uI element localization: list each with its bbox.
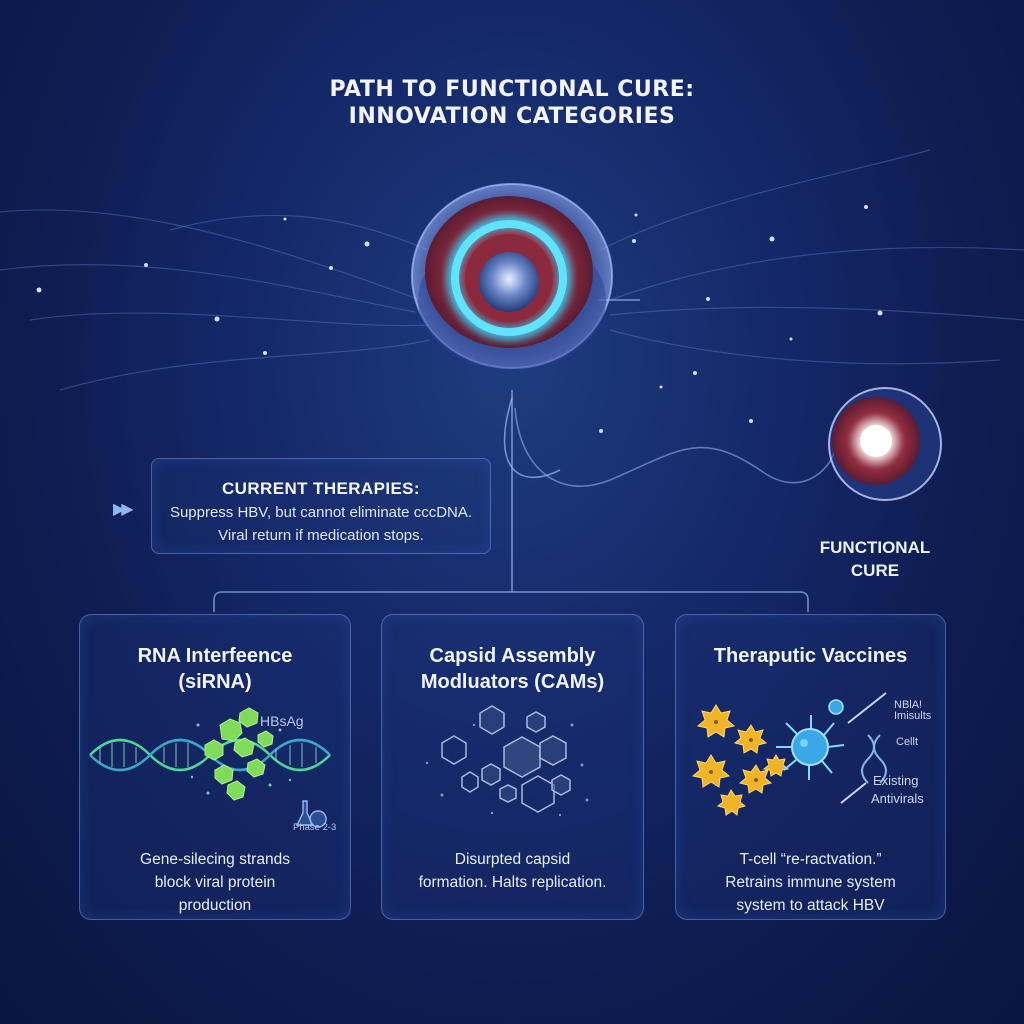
- card-desc-line1: Gene-silecing strands: [140, 851, 290, 868]
- cell-label: Cellt: [896, 736, 919, 748]
- card-title-line1: Theraputic Vaccines: [713, 645, 908, 667]
- current-therapies-text-1: Suppress HBV, but cannot eliminate cccDN…: [169, 504, 473, 521]
- cured-cell-illustration: [828, 387, 942, 501]
- card-title-line1: Capsid Assembly: [429, 645, 596, 667]
- card-desc-line2: block viral protein: [154, 874, 276, 891]
- card-rna-interference: RNA Interfeence (siRNA): [79, 614, 351, 920]
- current-therapies-text-2: Viral return if medication stops.: [218, 527, 424, 544]
- functional-cure-label-2: CURE: [850, 561, 900, 580]
- page-title-line1: PATH TO FUNCTIONAL CURE:: [329, 77, 695, 102]
- card-title-line2: Modluators (CAMs): [420, 671, 605, 693]
- hbsag-label: HBsAg: [260, 713, 304, 729]
- current-therapies-box: CURRENT THERAPIES: Suppress HBV, but can…: [151, 458, 491, 554]
- dna-helix-icon: [89, 707, 331, 828]
- card-desc-line2: formation. Halts replication.: [418, 874, 607, 891]
- vaccine-note-label: NBlA! Imisults: [894, 699, 932, 722]
- card-desc-line3: production: [178, 897, 252, 914]
- card-capsid-assembly-modulators: Capsid Assembly Modluators (CAMs) Disurp…: [381, 614, 644, 920]
- functional-cure-label-1: FUNCTIONAL: [819, 538, 931, 557]
- card-therapeutic-vaccines: Theraputic Vaccines T-cell “re-ractvatio…: [675, 614, 946, 920]
- card-desc-line1: Disurpted capsid: [454, 851, 571, 868]
- card-desc-line2: Retrains immune system: [725, 874, 896, 891]
- page-title-line2: INNOVATION CATEGORIES: [348, 104, 676, 129]
- existing-antivirals-label-2: Antivirals: [871, 791, 924, 806]
- card-desc-line3: system to attack HBV: [736, 897, 885, 914]
- card-desc-line1: T-cell “re-ractvation.”: [739, 851, 882, 868]
- phase-label: Phase 2-3: [293, 822, 337, 833]
- existing-antivirals-label-1: Existing: [873, 773, 919, 788]
- hepatocyte-cell-illustration: [411, 183, 613, 370]
- tcell-virus-icon: [691, 692, 887, 816]
- card-title-line2: (siRNA): [178, 671, 252, 693]
- card-title-line1: RNA Interfeence: [137, 645, 293, 667]
- chevron-right-icon: ▶▶: [113, 501, 134, 518]
- hexagon-capsid-icon: [425, 705, 589, 817]
- current-therapies-heading: CURRENT THERAPIES:: [222, 479, 420, 498]
